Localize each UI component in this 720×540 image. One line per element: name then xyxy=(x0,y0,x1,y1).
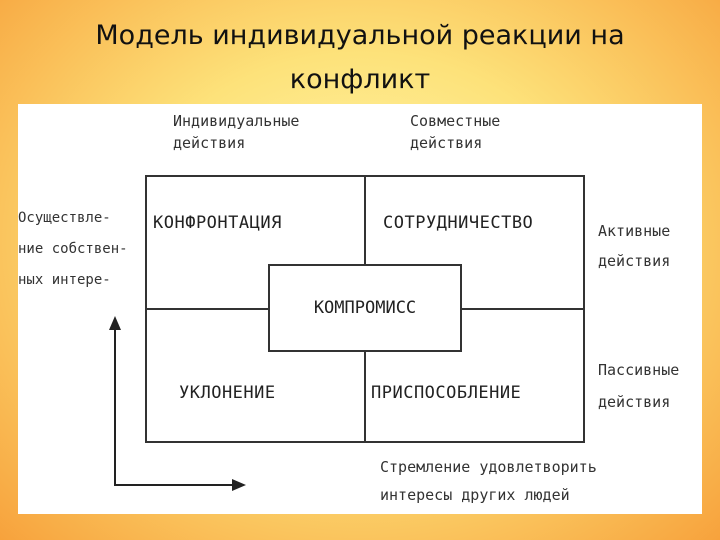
label-individual-actions: Индивидуальные действия xyxy=(173,110,299,154)
diagram-panel: Индивидуальные действия Совместные дейст… xyxy=(18,104,702,514)
label-active-actions-line-2: действия xyxy=(598,252,671,270)
axis-vertical xyxy=(114,328,116,486)
slide-title: Модель индивидуальной реакции на конфлик… xyxy=(0,14,720,102)
label-own-interests-line-2: ние собствен- xyxy=(18,241,128,257)
cell-confrontation: КОНФРОНТАЦИЯ xyxy=(153,213,282,233)
label-joint-actions-line-2: действия xyxy=(410,134,483,152)
arrow-up-icon xyxy=(109,316,121,330)
slide-title-line-1: Модель индивидуальной реакции на xyxy=(95,20,625,51)
label-passive-actions-line-1: Пассивные xyxy=(598,361,680,379)
cell-cooperation: СОТРУДНИЧЕСТВО xyxy=(383,213,534,233)
label-active-actions: Активные действия xyxy=(598,216,670,276)
label-passive-actions-line-2: действия xyxy=(598,393,671,411)
cell-avoidance: УКЛОНЕНИЕ xyxy=(179,383,276,403)
label-active-actions-line-1: Активные xyxy=(598,222,671,240)
arrow-right-icon xyxy=(232,479,246,491)
strategy-grid: КОНФРОНТАЦИЯ СОТРУДНИЧЕСТВО УКЛОНЕНИЕ ПР… xyxy=(145,175,585,443)
label-others-interests-line-1: Стремление удовлетворить xyxy=(380,458,597,476)
label-own-interests-line-1: Осуществле- xyxy=(18,210,111,226)
cell-compromise: КОМПРОМИСС xyxy=(268,264,462,352)
axis-horizontal xyxy=(114,484,234,486)
slide-title-line-2: конфликт xyxy=(289,64,431,95)
label-joint-actions: Совместные действия xyxy=(410,110,500,154)
label-joint-actions-line-1: Совместные xyxy=(410,112,501,130)
label-individual-actions-line-1: Индивидуальные xyxy=(173,112,300,130)
label-individual-actions-line-2: действия xyxy=(173,134,246,152)
label-others-interests: Стремление удовлетворить интересы других… xyxy=(380,453,597,509)
label-own-interests: Осуществле- ние собствен- ных интере- xyxy=(18,203,128,296)
cell-accommodation: ПРИСПОСОБЛЕНИЕ xyxy=(371,383,522,403)
label-others-interests-line-2: интересы других людей xyxy=(380,486,570,504)
label-passive-actions: Пассивные действия xyxy=(598,354,679,418)
label-own-interests-line-3: ных интере- xyxy=(18,272,111,288)
